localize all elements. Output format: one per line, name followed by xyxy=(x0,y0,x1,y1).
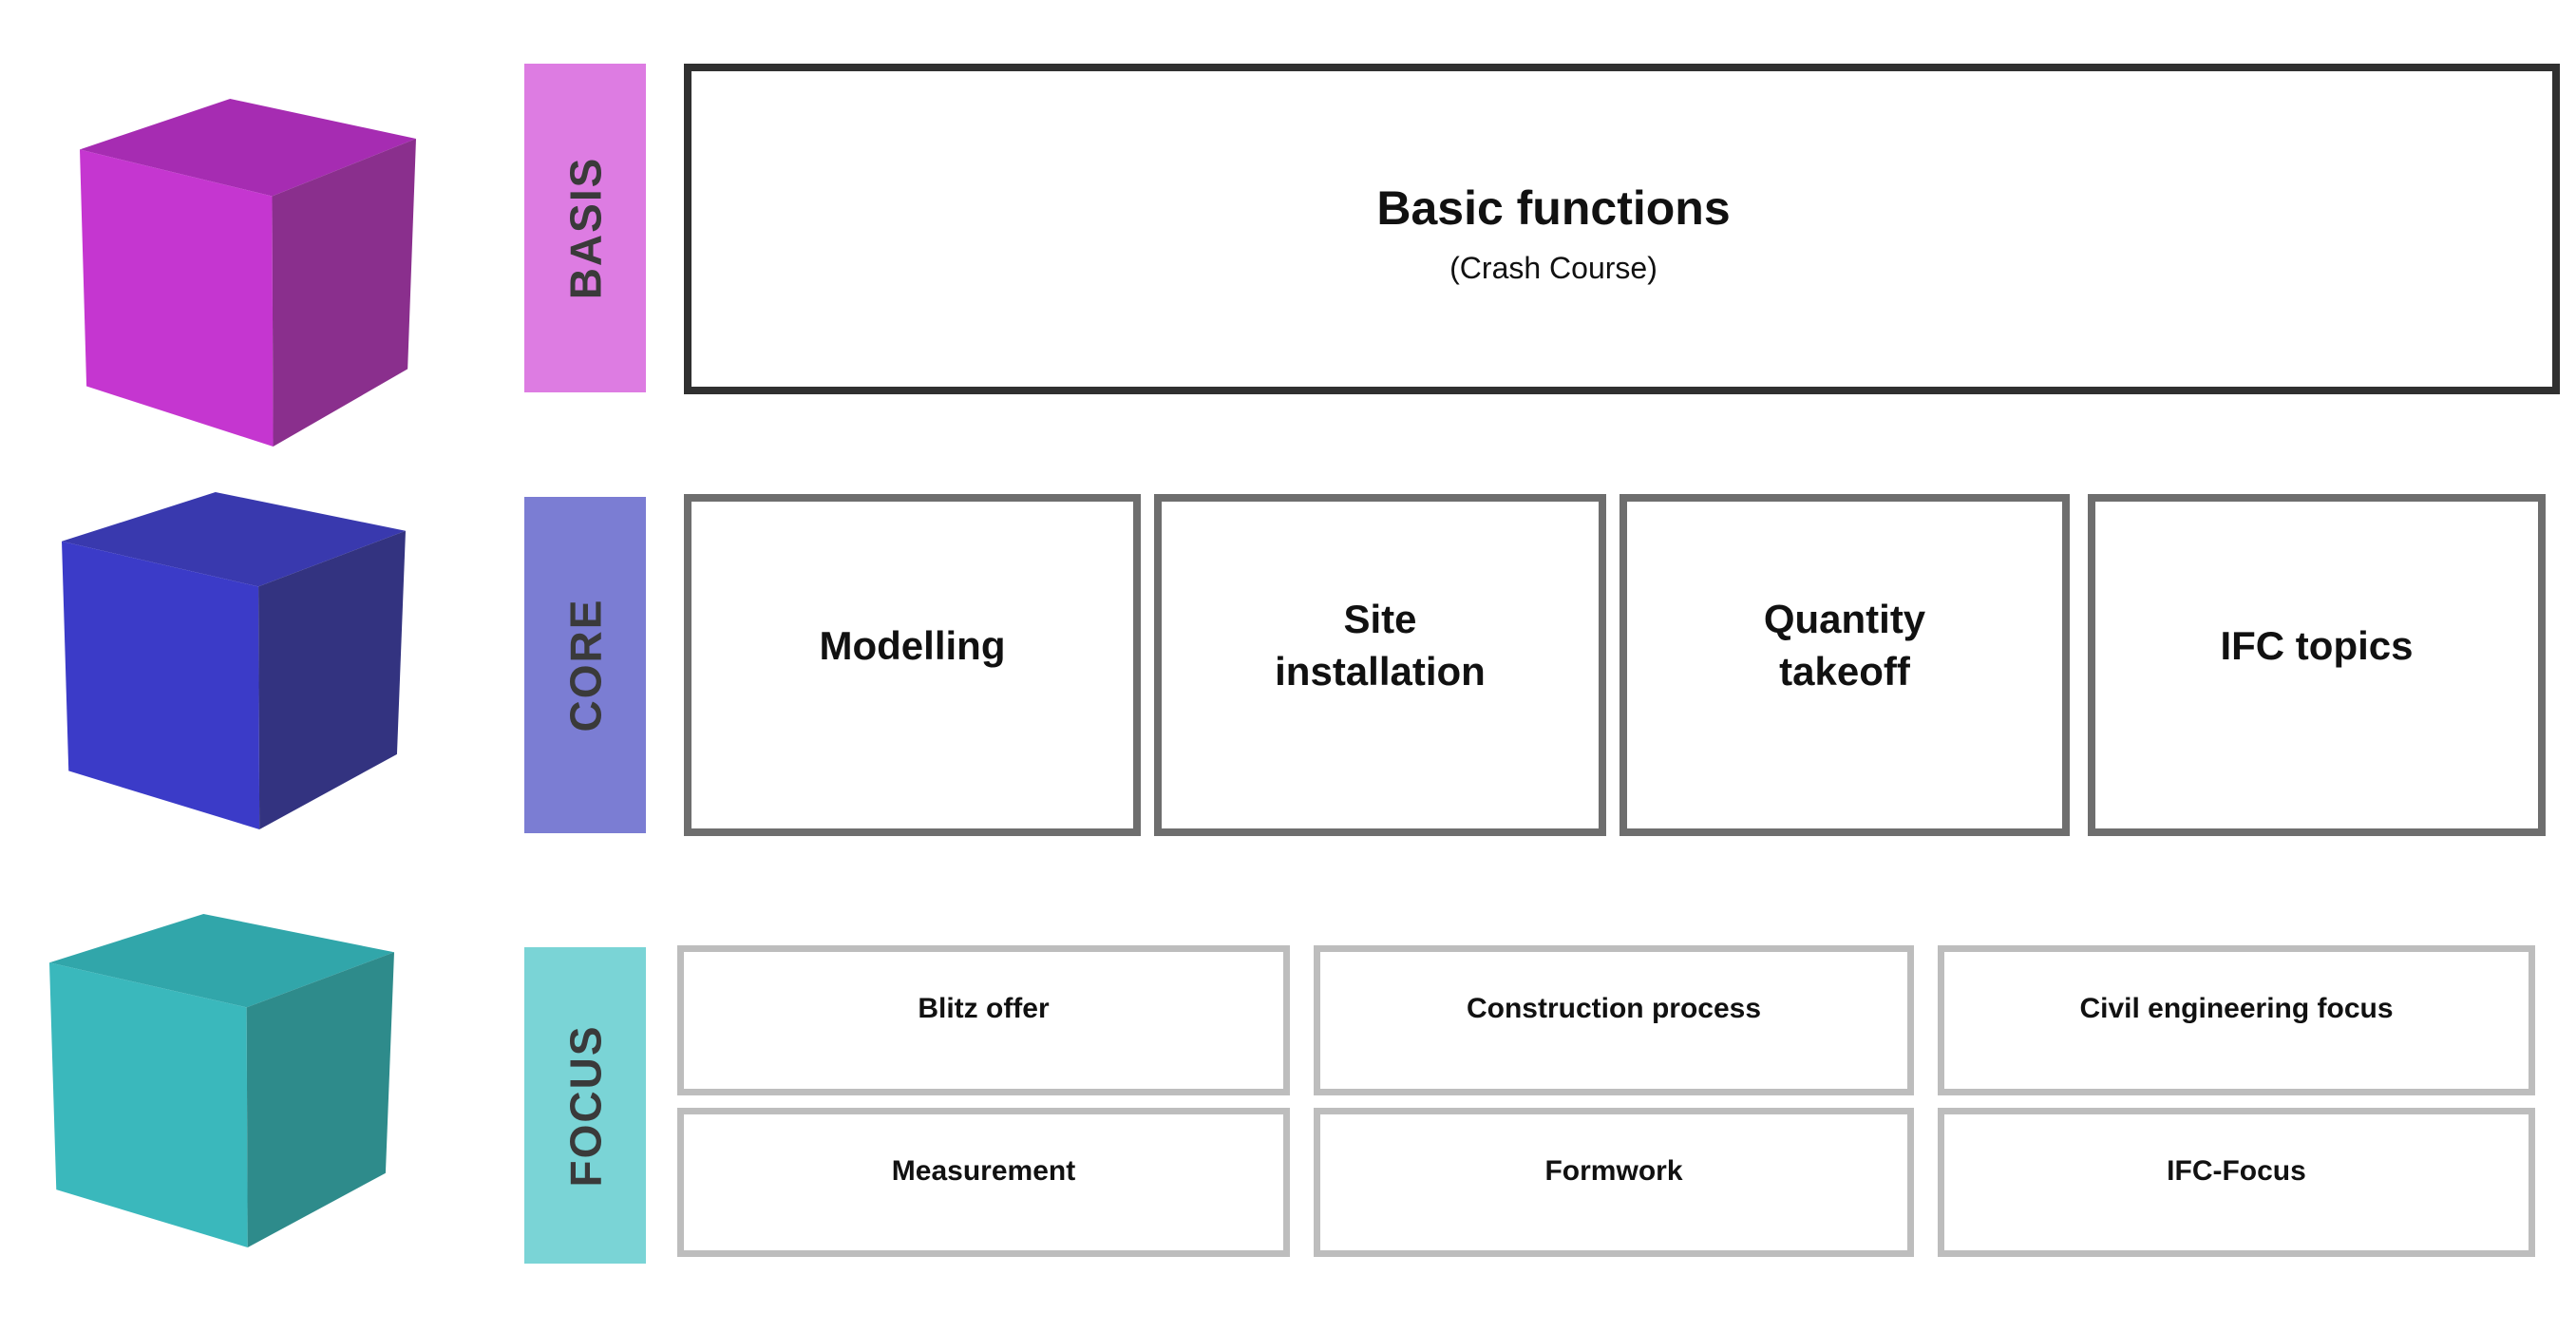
core-box-ifc-topics: IFC topics xyxy=(2088,494,2546,836)
cube-top-face xyxy=(49,914,394,1008)
focus-box-construction-process: Construction process xyxy=(1314,945,1914,1095)
basis-label: BASIS xyxy=(560,156,610,300)
cube-side-face xyxy=(272,139,416,447)
cube-top-face xyxy=(62,492,406,587)
core-box-label: Modelling xyxy=(819,622,1006,668)
core-box-modelling: Modelling xyxy=(684,494,1141,836)
focus-box-measurement: Measurement xyxy=(677,1108,1290,1257)
focus-box-label: Formwork xyxy=(1544,1154,1683,1187)
focus-box-blitz-offer: Blitz offer xyxy=(677,945,1290,1095)
core-box-label: Site installation xyxy=(1275,597,1486,694)
focus-label: FOCUS xyxy=(560,1024,610,1187)
core-box-quantity-takeoff: Quantity takeoff xyxy=(1619,494,2070,836)
focus-box-label: IFC-Focus xyxy=(2167,1154,2306,1187)
focus-box-label: Construction process xyxy=(1466,993,1762,1024)
focus-box-label: Blitz offer xyxy=(918,993,1050,1024)
focus-box-ifc-focus: IFC-Focus xyxy=(1938,1108,2535,1257)
cube-front-face xyxy=(62,541,260,829)
core-box-label: IFC topics xyxy=(2220,622,2414,668)
core-box-site-installation: Site installation xyxy=(1154,494,1606,836)
focus-box-civil-engineering-focus: Civil engineering focus xyxy=(1938,945,2535,1095)
cube-side-face xyxy=(246,952,394,1247)
focus-box-label: Civil engineering focus xyxy=(2079,993,2394,1024)
focus-box-label: Measurement xyxy=(891,1154,1076,1187)
focus-box-formwork: Formwork xyxy=(1314,1108,1914,1257)
core-label-bar: CORE xyxy=(524,497,646,833)
core-box-label: Quantity takeoff xyxy=(1763,597,1926,694)
basic-functions-subtitle: (Crash Course) xyxy=(1449,251,1657,286)
basis-label-bar: BASIS xyxy=(524,64,646,392)
cube-side-face xyxy=(258,530,406,829)
cube-front-face xyxy=(49,962,248,1247)
basis-cube-icon xyxy=(80,99,416,447)
basic-functions-title: Basic functions xyxy=(1376,181,1731,235)
cube-top-face xyxy=(80,99,416,197)
basic-functions-box: Basic functions (Crash Course) xyxy=(684,64,2560,394)
cube-front-face xyxy=(80,149,274,447)
core-cube-icon xyxy=(62,492,406,829)
focus-label-bar: FOCUS xyxy=(524,947,646,1264)
focus-cube-icon xyxy=(49,914,394,1247)
core-label: CORE xyxy=(560,598,610,733)
